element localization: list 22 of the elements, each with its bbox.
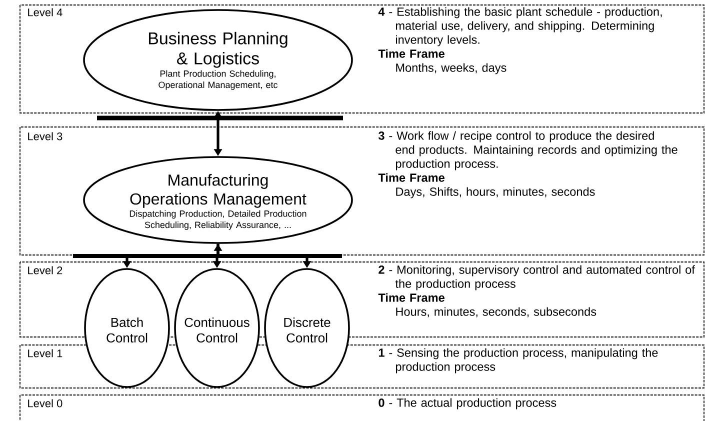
time-frame-heading: Time Frame: [378, 49, 444, 58]
level-label: Level 0: [28, 399, 62, 408]
ellipse-subtitle: Plant Production Scheduling, Operational Management, etc: [158, 70, 278, 90]
function-ellipse: [83, 9, 353, 111]
ellipse-subtitle: Dispatching Production, Detailed Production Scheduling, Reliability Assurance, ...: [130, 210, 306, 230]
level-label: Level 2: [28, 266, 62, 274]
description-text: 3 - Work flow / recipe control to produce the desired end products. Maintaining records and optimizing the production process.: [378, 131, 678, 170]
description-text: 2 - Monitoring, supervisory control and automated control of the production process: [378, 265, 695, 290]
ellipse-title: Business Planning & Logistics: [149, 32, 288, 68]
ellipse-title: Manufacturing Operations Management: [130, 174, 306, 208]
description-text: 4 - Establishing the basic plant schedule - production, material use, delivery, and shipping. Determining inventory levels.: [378, 7, 662, 46]
level-label: Level 1: [28, 349, 62, 358]
description-text: 1 - Sensing the production process, manipulating the production process: [378, 348, 658, 374]
time-frame-heading: Time Frame: [378, 293, 444, 302]
time-frame-text: Hours, minutes, seconds, subseconds: [396, 307, 596, 318]
time-frame-text: Days, Shifts, hours, minutes, seconds: [396, 187, 595, 198]
level-label: Level 3: [28, 132, 62, 140]
level-label: Level 4: [28, 8, 62, 16]
function-ellipse: [83, 156, 353, 244]
time-frame-heading: Time Frame: [378, 173, 444, 182]
description-text: 0 - The actual production process: [378, 398, 556, 410]
time-frame-text: Months, weeks, days: [396, 63, 506, 74]
